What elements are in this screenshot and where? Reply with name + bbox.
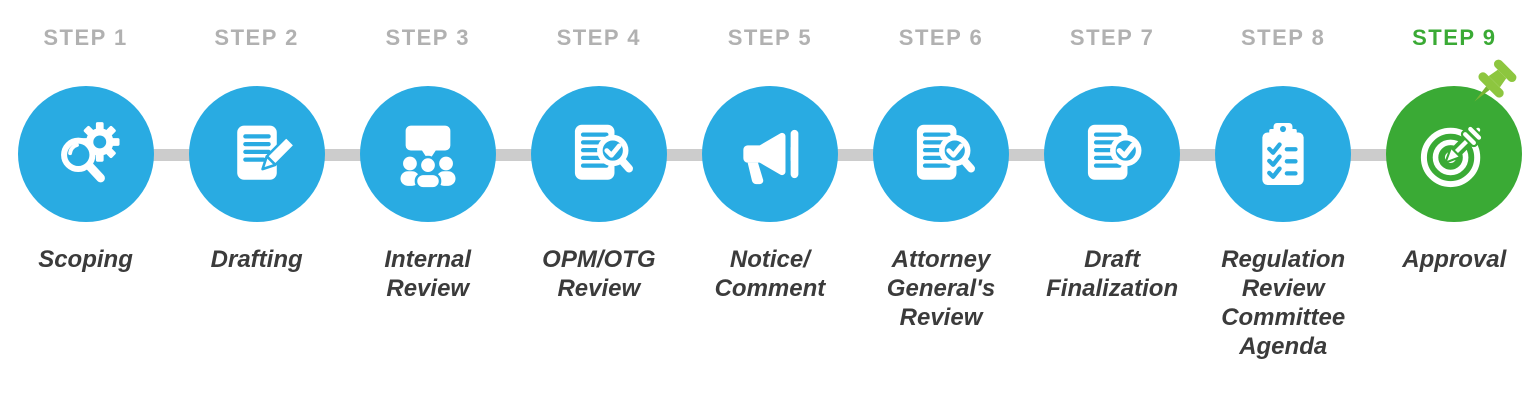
- step-6: STEP 6 Attorney General's Review: [855, 0, 1026, 400]
- document-pencil-icon: [236, 125, 295, 180]
- step-9-title: Approval: [1402, 246, 1507, 273]
- step-8-circle: [1215, 86, 1352, 222]
- step-4-circle: [530, 86, 667, 222]
- search-gear-icon: [60, 122, 120, 183]
- step-9-label: STEP 9: [1412, 25, 1497, 50]
- step-6-label: STEP 6: [898, 25, 984, 50]
- step-3: STEP 3 Internal Review: [342, 0, 513, 400]
- step-4-title: OPM/OTG Review: [542, 246, 656, 302]
- step-1-title: Scoping: [38, 246, 133, 273]
- step-1-circle: [17, 86, 154, 222]
- step-4: STEP 4 OPM/OTG Review: [513, 0, 684, 400]
- step-5-title: Notice/ Comment: [714, 246, 826, 302]
- step-9-circle: [1386, 59, 1523, 222]
- step-7-title: Draft Finalization: [1046, 246, 1179, 302]
- step-7: STEP 7 Draft Finalization: [1027, 0, 1198, 400]
- pushpin-icon: [1474, 59, 1517, 102]
- step-2: STEP 2 Drafting: [171, 0, 342, 400]
- step-7-label: STEP 7: [1069, 25, 1155, 50]
- step-1-label: STEP 1: [43, 25, 128, 50]
- megaphone-icon: [743, 129, 799, 185]
- clipboard-checklist-icon: [1262, 123, 1304, 185]
- document-search-check-icon: [574, 124, 633, 180]
- step-7-circle: [1044, 86, 1181, 222]
- step-3-label: STEP 3: [385, 25, 470, 50]
- document-search-check-icon: [916, 124, 975, 180]
- target-dart-icon: [1421, 122, 1487, 188]
- step-3-circle: [359, 86, 496, 222]
- step-4-label: STEP 4: [556, 25, 642, 50]
- step-5-circle: [701, 86, 838, 222]
- meeting-discussion-icon: [400, 125, 456, 190]
- step-5: STEP 5 Notice/ Comment: [684, 0, 855, 400]
- step-6-circle: [873, 86, 1010, 222]
- step-6-title: Attorney General's Review: [886, 246, 996, 331]
- step-8-label: STEP 8: [1240, 25, 1326, 50]
- step-8: STEP 8 Regulation Review Committee Agend…: [1198, 0, 1369, 400]
- step-5-label: STEP 5: [727, 25, 813, 50]
- step-9: STEP 9: [1369, 0, 1540, 400]
- step-2-circle: [188, 86, 325, 222]
- step-2-title: Drafting: [210, 246, 303, 273]
- step-3-title: Internal Review: [384, 246, 472, 302]
- step-1: STEP 1: [0, 0, 171, 400]
- step-2-label: STEP 2: [214, 25, 299, 50]
- document-approved-icon: [1088, 124, 1142, 180]
- step-8-title: Regulation Review Committee Agenda: [1221, 246, 1346, 360]
